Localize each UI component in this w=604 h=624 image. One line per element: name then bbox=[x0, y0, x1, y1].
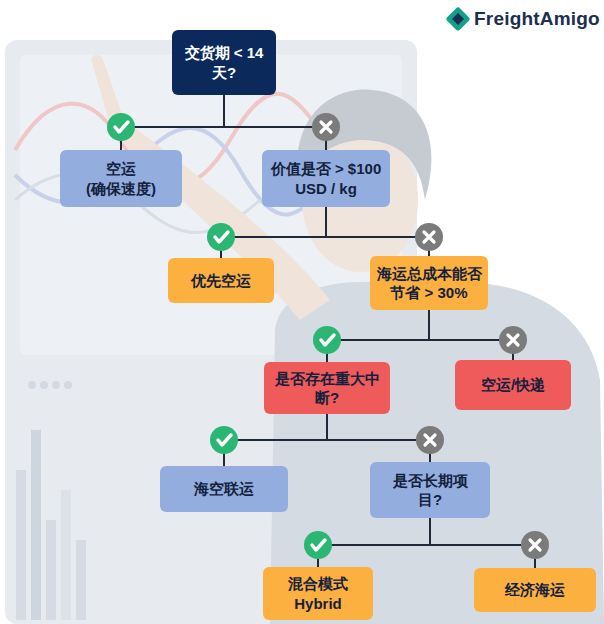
screen-area bbox=[20, 55, 402, 355]
outcome-box: 海空联运 bbox=[160, 466, 288, 512]
yes-check-icon bbox=[313, 326, 341, 354]
connector-line bbox=[318, 518, 430, 567]
outcome-box: 混合模式 Hybrid bbox=[263, 567, 373, 620]
outcome-box: 优先空运 bbox=[168, 258, 274, 303]
logo-text: FreightAmigo bbox=[474, 8, 600, 30]
check-mark bbox=[115, 122, 128, 132]
connector-line bbox=[224, 95, 326, 150]
logo-backdrop bbox=[440, 0, 604, 38]
node-text: 空运 (确保速度) bbox=[72, 159, 170, 198]
chart-bar bbox=[76, 540, 86, 620]
cross-mark bbox=[508, 335, 518, 345]
node-text: 是否存在重大中 断? bbox=[272, 369, 382, 408]
check-mark bbox=[312, 540, 325, 550]
check-circle bbox=[207, 223, 235, 251]
decision-box: 是否存在重大中 断? bbox=[264, 362, 390, 414]
decision-box: 价值是否 > $100 USD / kg bbox=[262, 150, 390, 207]
connector-line bbox=[121, 95, 224, 150]
dot bbox=[52, 381, 60, 389]
cross-circle bbox=[415, 223, 443, 251]
node-text: 混合模式 Hybrid bbox=[273, 574, 363, 613]
connector-line bbox=[224, 414, 327, 466]
cross-circle bbox=[312, 113, 340, 141]
yes-check-icon bbox=[107, 113, 135, 141]
no-cross-icon bbox=[521, 531, 549, 559]
connector-line bbox=[429, 310, 513, 360]
node-text: 交货期 < 14 天? bbox=[182, 43, 266, 82]
decision-box: 交货期 < 14 天? bbox=[172, 30, 276, 95]
check-circle bbox=[313, 326, 341, 354]
node-text: 海运总成本能否 节省 > 30% bbox=[376, 264, 482, 303]
connector-line bbox=[221, 207, 326, 258]
node-text: 价值是否 > $100 USD / kg bbox=[268, 159, 384, 198]
connector-line bbox=[327, 310, 429, 362]
cross-mark bbox=[425, 435, 435, 445]
connector-line bbox=[430, 518, 535, 568]
dot bbox=[28, 381, 36, 389]
yes-check-icon bbox=[210, 426, 238, 454]
yes-check-icon bbox=[207, 223, 235, 251]
cross-circle bbox=[521, 531, 549, 559]
no-cross-icon bbox=[312, 113, 340, 141]
no-cross-icon bbox=[415, 223, 443, 251]
decision-box: 是否长期项 目? bbox=[370, 462, 490, 518]
person-finger bbox=[92, 55, 124, 132]
cross-circle bbox=[416, 426, 444, 454]
cross-mark bbox=[530, 540, 540, 550]
decision-box: 海运总成本能否 节省 > 30% bbox=[370, 256, 488, 310]
node-text: 优先空运 bbox=[191, 271, 251, 291]
outcome-box: 空运 (确保速度) bbox=[60, 150, 182, 207]
outcome-box: 经济海运 bbox=[474, 568, 596, 612]
no-cross-icon bbox=[416, 426, 444, 454]
cross-circle bbox=[499, 326, 527, 354]
node-text: 经济海运 bbox=[505, 580, 565, 600]
outcome-box: 空运/快递 bbox=[455, 360, 571, 410]
chart-bar bbox=[16, 470, 26, 620]
check-mark bbox=[215, 232, 228, 242]
monitor-panel bbox=[5, 40, 417, 624]
no-cross-icon bbox=[499, 326, 527, 354]
logo-icon bbox=[445, 6, 470, 31]
chart-bar bbox=[46, 520, 56, 620]
check-circle bbox=[107, 113, 135, 141]
connector-line bbox=[326, 207, 429, 256]
logo-icon-inner bbox=[452, 13, 464, 25]
person-arm bbox=[109, 116, 330, 320]
connector-line bbox=[327, 414, 430, 462]
cross-mark bbox=[321, 122, 331, 132]
node-text: 空运/快递 bbox=[481, 375, 545, 395]
check-mark bbox=[321, 335, 334, 345]
check-circle bbox=[304, 531, 332, 559]
check-circle bbox=[210, 426, 238, 454]
chart-bar bbox=[61, 490, 71, 620]
node-text: 海空联运 bbox=[194, 479, 254, 499]
chart-bar bbox=[31, 430, 41, 620]
yes-check-icon bbox=[304, 531, 332, 559]
check-mark bbox=[218, 435, 231, 445]
dot bbox=[64, 381, 72, 389]
dot bbox=[40, 381, 48, 389]
node-text: 是否长期项 目? bbox=[385, 471, 475, 510]
cross-mark bbox=[424, 232, 434, 242]
